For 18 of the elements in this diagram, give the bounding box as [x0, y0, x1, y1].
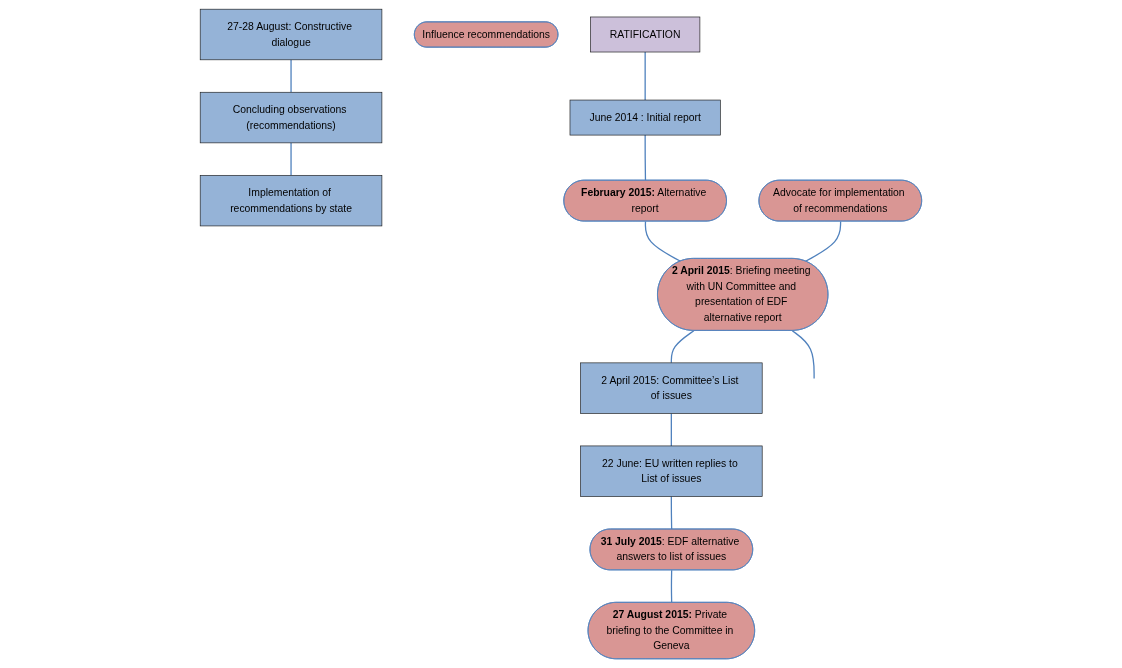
- node-box: 22 June: EU written replies to List of issues: [580, 445, 763, 497]
- connector: [290, 59, 292, 93]
- connector: [644, 134, 647, 182]
- connector: [670, 495, 673, 530]
- node-box: RATIFICATION: [590, 16, 701, 53]
- connector: [644, 51, 646, 101]
- connector: [805, 220, 842, 262]
- connector: [670, 569, 673, 604]
- node-box: Implementation of recommendations by state: [199, 175, 383, 227]
- connector: [791, 330, 815, 380]
- connector: [670, 330, 695, 364]
- connector: [290, 142, 292, 176]
- connector: [644, 220, 682, 262]
- node-box: 27-28 August: Constructive dialogue: [199, 8, 383, 61]
- node-box: June 2014 : Initial report: [569, 99, 721, 136]
- node-box: 2 April 2015: Committee’s List of issues: [580, 362, 763, 414]
- connector: [670, 412, 673, 447]
- node-box: Concluding observations (recommendations): [199, 91, 383, 144]
